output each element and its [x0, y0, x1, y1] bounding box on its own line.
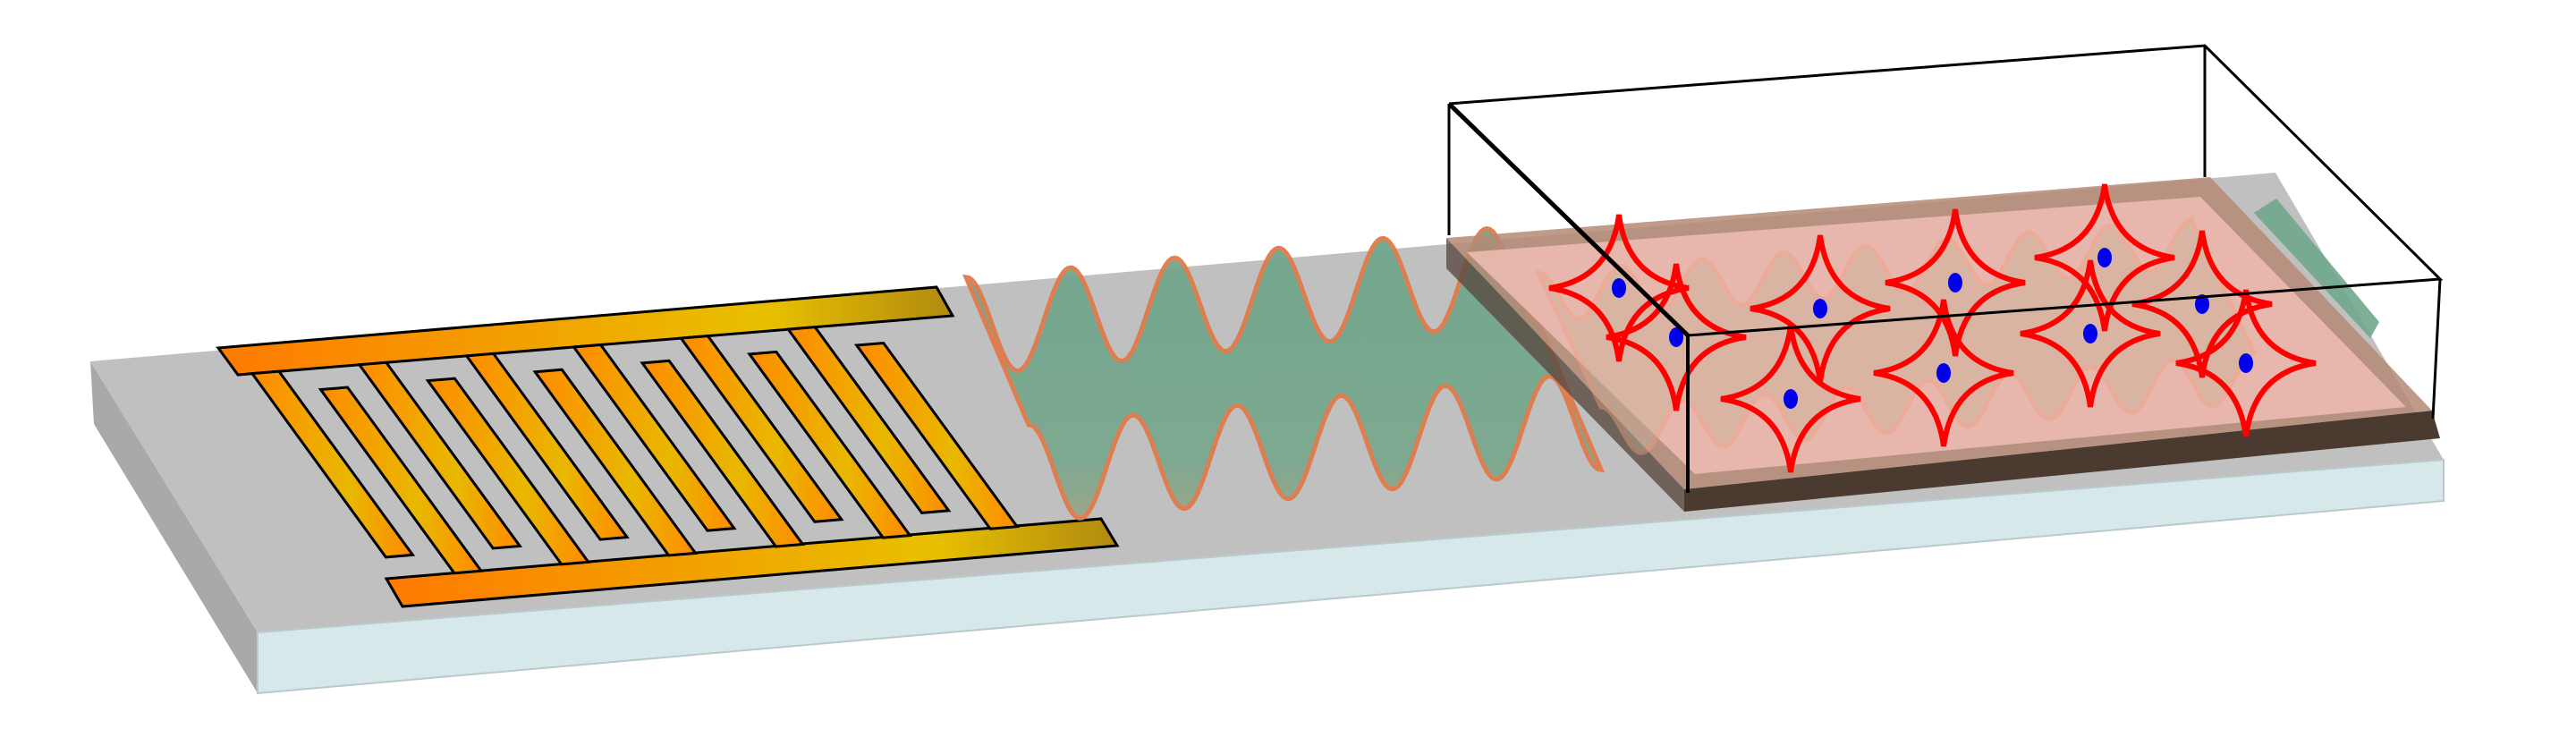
- cell: [1720, 325, 1861, 473]
- cell-nucleus: [1669, 327, 1683, 347]
- cell-nucleus: [1784, 389, 1798, 409]
- cell-nucleus: [1813, 299, 1827, 318]
- cell: [1548, 214, 1690, 362]
- cell-nucleus: [2097, 248, 2112, 267]
- interdigital-transducer: [216, 285, 1120, 608]
- cell-membrane: [1885, 208, 2026, 357]
- cell-membrane: [2175, 289, 2317, 437]
- cell: [2020, 259, 2161, 408]
- cell-membrane: [1548, 214, 1690, 362]
- cell-membrane: [2034, 183, 2175, 332]
- electrode-finger: [532, 368, 699, 557]
- electrode-finger: [425, 377, 591, 566]
- electrode-finger: [250, 369, 416, 559]
- cell-nucleus: [2083, 324, 2097, 343]
- cell-nucleus: [1936, 363, 1951, 383]
- cell-nucleus: [1948, 273, 1962, 292]
- box-edge: [1447, 102, 1690, 337]
- electrode-finger: [678, 335, 844, 523]
- dish-medium: [1467, 197, 2406, 474]
- wave-under-dish: [1534, 216, 2258, 455]
- electrode-finger: [640, 359, 806, 548]
- electrode-finger: [463, 352, 630, 541]
- cell-membrane: [1873, 299, 2014, 447]
- electrode-fingers: [250, 326, 1020, 575]
- electrode-finger: [747, 350, 913, 539]
- dish-left-side: [1446, 238, 1684, 512]
- cell-membrane: [1750, 234, 1891, 383]
- cell: [1606, 263, 1747, 411]
- cell-nucleus: [2195, 294, 2209, 314]
- surface-acoustic-wave: [962, 225, 1606, 521]
- cell: [2034, 183, 2175, 332]
- cell-membrane: [2131, 230, 2273, 378]
- cell-membrane: [1720, 325, 1861, 473]
- electrode-finger: [785, 326, 952, 514]
- cell-nucleus: [1612, 278, 1626, 298]
- wave-exit: [2254, 199, 2379, 338]
- dish-front-side: [1684, 411, 2440, 512]
- substrate-left-side: [90, 361, 258, 693]
- cell-culture-dish: [1446, 177, 2440, 512]
- cell-membrane: [1606, 263, 1747, 411]
- box-edge: [2431, 278, 2442, 420]
- cells: [1548, 183, 2317, 473]
- electrode-finger: [357, 360, 523, 550]
- top-bus-bar: [216, 285, 955, 377]
- electrode-finger: [853, 341, 1020, 530]
- cell: [1750, 234, 1891, 383]
- cell-nucleus: [2239, 353, 2253, 373]
- bottom-bus-bar: [384, 517, 1120, 608]
- cell: [1873, 299, 2014, 447]
- wave-sheet: [962, 225, 1606, 521]
- substrate-front: [257, 458, 2445, 695]
- cell: [1885, 208, 2026, 357]
- cell: [2175, 289, 2317, 437]
- chamber-box: [1447, 44, 2444, 493]
- cell: [2131, 230, 2273, 378]
- electrode-finger: [318, 386, 484, 575]
- electrode-finger: [571, 343, 737, 532]
- cell-membrane: [2020, 259, 2161, 408]
